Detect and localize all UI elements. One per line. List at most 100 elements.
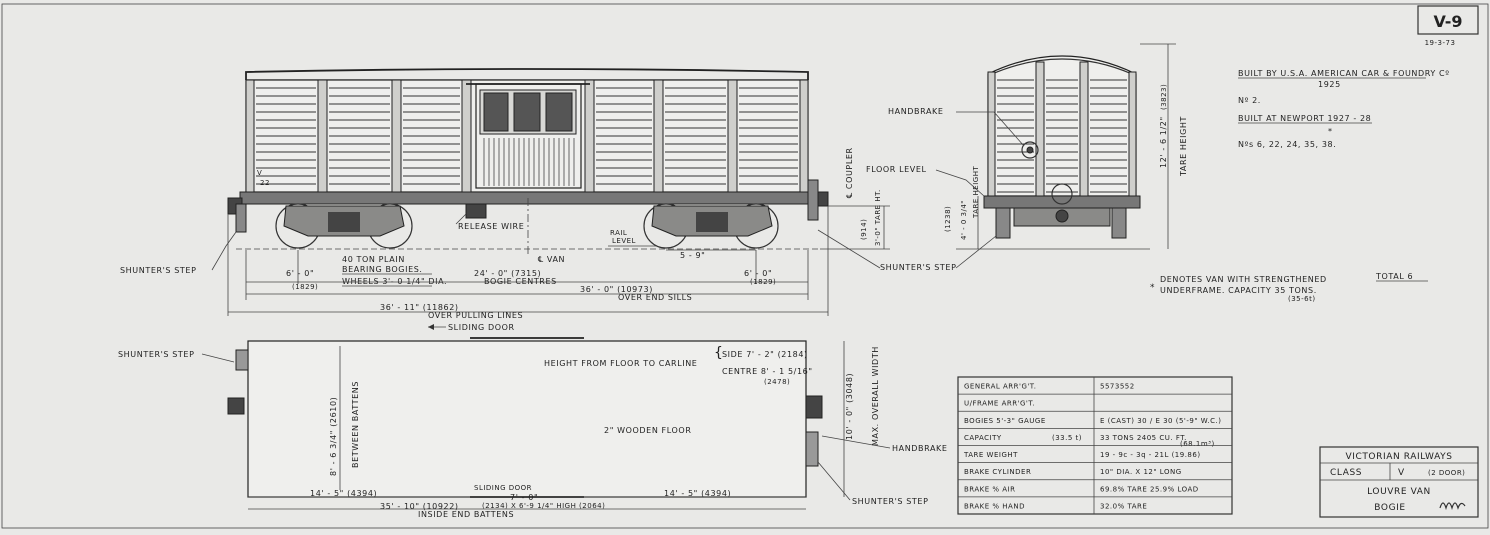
dim-pulling-label: OVER PULLING LINES: [428, 311, 523, 320]
drawing-number: V-9: [1434, 12, 1463, 31]
svg-text:{: {: [714, 345, 723, 361]
dim-end1-m: (1829): [292, 283, 318, 291]
wooden-floor-label: 2" WOODEN FLOOR: [604, 426, 691, 435]
svg-text:*: *: [1328, 127, 1333, 136]
bogies-label2: BEARING BOGIES.: [342, 265, 423, 274]
door-size-plan: (2134) X 6'-9 1/4" HIGH (2064): [482, 502, 605, 510]
strengthened-line2: UNDERFRAME. CAPACITY 35 TONS.: [1160, 286, 1317, 295]
spec-row-label: GENERAL ARR'G'T.: [964, 383, 1036, 391]
sheet-border: [1, 3, 1489, 529]
van-letter: V: [257, 169, 262, 177]
strengthened-metric: (35-6t): [1288, 295, 1316, 303]
van-centre-label: ℄ VAN: [538, 255, 565, 264]
strengthened-line1: DENOTES VAN WITH STRENGTHENED: [1160, 275, 1327, 284]
dim-pulling: 36' - 11" (11862): [380, 303, 459, 312]
spec-row-label: BOGIES 5'-3" GAUGE: [964, 417, 1046, 425]
handbrake-label-end: HANDBRAKE: [888, 107, 944, 116]
floor-height-m: (1238): [944, 206, 952, 232]
built-by-year: 1925: [1318, 80, 1341, 89]
spec-row-label: BRAKE CYLINDER: [964, 468, 1031, 476]
tare-height-label: TARE HEIGHT: [1179, 116, 1188, 177]
tare-height-end: TARE HEIGHT: [972, 166, 980, 219]
van-name: LOUVRE VAN: [1367, 487, 1431, 497]
shunters-step-label-side: SHUNTER'S STEP: [120, 266, 197, 275]
height-centre: CENTRE 8' - 1 5/16": [722, 367, 813, 376]
side-louvres: [256, 87, 798, 185]
floor-level-label: FLOOR LEVEL: [866, 165, 927, 174]
spec-table: (68.1m³) GENERAL ARR'G'T. 5573552U/FRAME …: [957, 376, 1233, 515]
class-label: CLASS: [1330, 468, 1362, 478]
title-block: VICTORIAN RAILWAYS CLASS V (2 DOOR) LOUV…: [1319, 446, 1479, 518]
rail-level-label2: LEVEL: [612, 237, 636, 245]
shunters-step-label-plan2: SHUNTER'S STEP: [852, 497, 929, 506]
spec-row-label: CAPACITY: [964, 434, 1002, 442]
total-count: TOTAL 6: [1375, 272, 1413, 281]
built-by-note: BUILT BY U.S.A. AMERICAN CAR & FOUNDRY C…: [1238, 69, 1450, 78]
spec-row-label: BRAKE % HAND: [964, 502, 1025, 510]
tare-ht-label: 3'-0" TARE HT.: [874, 189, 882, 246]
spec-row-value: 19 - 9c - 3q - 21L (19.86): [1100, 451, 1201, 459]
strengthened-note: * DENOTES VAN WITH STRENGTHENED UNDERFRA…: [1150, 272, 1428, 303]
shunters-step-label-plan: SHUNTER'S STEP: [118, 350, 195, 359]
class-note: (2 DOOR): [1428, 469, 1465, 477]
dim-inside-length: 35' - 10" (10922): [380, 502, 459, 511]
bogies-label: 40 TON PLAIN: [342, 255, 405, 264]
end-louvres: [997, 79, 1127, 193]
inside-battens-label: INSIDE END BATTENS: [418, 510, 514, 519]
dim-left-plan: 14' - 5" (4394): [310, 489, 377, 498]
door-label-plan: SLIDING DOOR: [474, 484, 532, 492]
spec-row-value: 10" DIA. X 12" LONG: [1100, 468, 1182, 476]
spec-row-mid: (33.5 t): [1052, 434, 1082, 442]
dim-centres: 24' - 0" (7315): [474, 269, 541, 278]
height-label: HEIGHT FROM FLOOR TO CARLINE: [544, 359, 697, 368]
van-type: BOGIE: [1374, 503, 1405, 513]
side-view: V 22 RELEASE W: [120, 68, 890, 320]
height-centre-m: (2478): [764, 378, 790, 386]
left-bogie: [275, 203, 413, 249]
svg-text:3'-0" TARE HT.: 3'-0" TARE HT.: [874, 189, 882, 246]
overall-width-label: MAX. OVERALL WIDTH: [871, 346, 880, 446]
side-sliding-door: [466, 83, 590, 189]
dim-right-plan: 14' - 5" (4394): [664, 489, 731, 498]
dim-sills: 36' - 0" (10973): [580, 285, 653, 294]
plan-view: SLIDING DOOR SHUNTER'S STEP HEIGHT FROM …: [118, 323, 948, 519]
spec-row-value: 69.8% TARE 25.9% LOAD: [1100, 485, 1199, 493]
van-number: 22: [260, 179, 270, 187]
drawing-date: 19-3-73: [1425, 39, 1456, 47]
svg-text:*: *: [1150, 283, 1155, 293]
spec-row-value: 5573552: [1100, 383, 1135, 391]
handbrake-label-plan: HANDBRAKE: [892, 444, 948, 453]
door-dim-plan: 7' - 0": [510, 493, 538, 502]
spec-row-label: TARE WEIGHT: [963, 451, 1018, 459]
spec-row-value: 33 TONS 2405 CU. FT.: [1100, 434, 1187, 442]
spec-note: (68.1m³): [1180, 440, 1215, 448]
total-height-dim: 12' - 6 1/2": [1159, 116, 1168, 168]
railway-name: VICTORIAN RAILWAYS: [1345, 452, 1452, 462]
dim-end2: 6' - 0": [744, 269, 772, 278]
spec-row-label: BRAKE % AIR: [964, 485, 1016, 493]
tare-ht-metric: (914): [860, 219, 868, 240]
sliding-door-top-label: SLIDING DOOR: [448, 323, 515, 332]
svg-text:(914): (914): [860, 219, 868, 240]
between-battens-label: BETWEEN BATTENS: [351, 381, 360, 468]
overall-width-dim: 10' - 0" (3048): [845, 373, 854, 440]
inside-width-dim: 8' - 6 3/4" (2610): [329, 397, 338, 476]
wheels-label: WHEELS 3'- 0 1/4" DIA.: [342, 277, 447, 286]
height-side: SIDE 7' - 2" (2184): [722, 350, 808, 359]
svg-text:℄ COUPLER: ℄ COUPLER: [845, 147, 854, 198]
class-value: V: [1398, 468, 1405, 478]
floor-height-dim: 4' - 0 3/4": [960, 200, 968, 240]
spec-row-label: U/FRAME ARR'G'T.: [964, 400, 1035, 408]
dim-end1: 6' - 0": [286, 269, 314, 278]
drawing-number-box: V-9 19-3-73: [1417, 5, 1479, 47]
spec-row-value: 32.0% TARE: [1100, 502, 1147, 510]
spec-row-value: E (CAST) 30 / E 30 (5'-9" W.C.): [1100, 417, 1221, 425]
release-wire-label: RELEASE WIRE: [458, 222, 524, 231]
rail-level-label: RAIL: [610, 229, 627, 237]
dim-centres-label: BOGIE CENTRES: [484, 277, 557, 286]
built-by-numbers: Nº 2.: [1238, 96, 1261, 105]
built-at-numbers: Nºs 6, 22, 24, 35, 38.: [1238, 140, 1336, 149]
build-notes: BUILT BY U.S.A. AMERICAN CAR & FOUNDRY C…: [1238, 69, 1450, 149]
dim-end2-m: (1829): [750, 278, 776, 286]
